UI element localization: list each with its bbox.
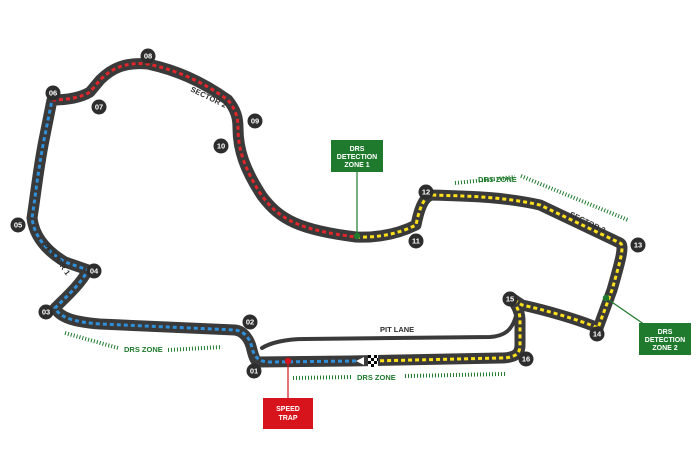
turn-11: 11 xyxy=(408,233,424,249)
svg-text:09: 09 xyxy=(251,117,259,126)
svg-text:07: 07 xyxy=(95,103,103,112)
drs-detection-1-line-3: ZONE 1 xyxy=(344,162,369,169)
turn-03: 03 xyxy=(38,304,54,320)
turn-01: 01 xyxy=(246,363,262,379)
svg-text:11: 11 xyxy=(412,237,420,246)
turn-04: 04 xyxy=(86,263,102,279)
turn-06: 06 xyxy=(45,85,61,101)
drs-detection-1-line-2: DETECTION xyxy=(337,154,377,161)
drs-zone-label-1: DRS ZONE xyxy=(478,175,517,184)
speed-trap-box: SPEED TRAP xyxy=(263,398,313,429)
drs-detection-zone-2-box: DRS DETECTION ZONE 2 xyxy=(639,323,691,355)
svg-text:06: 06 xyxy=(49,89,57,98)
start-finish-flag-icon xyxy=(368,355,378,367)
svg-text:14: 14 xyxy=(593,330,602,339)
turn-16: 16 xyxy=(518,351,534,367)
svg-text:10: 10 xyxy=(217,142,225,151)
drs-detection-zone-1-box: DRS DETECTION ZONE 1 xyxy=(331,140,383,172)
drs-detection-2-line-1: DRS xyxy=(658,329,673,336)
speed-trap-marker xyxy=(284,357,292,398)
drs-detection-2-line-3: ZONE 2 xyxy=(652,345,677,352)
turn-08: 08 xyxy=(140,48,156,64)
svg-text:13: 13 xyxy=(634,241,642,250)
turn-12: 12 xyxy=(418,184,434,200)
pit-lane-label: PIT LANE xyxy=(380,325,414,334)
svg-text:04: 04 xyxy=(90,267,99,276)
sector-1-overlay xyxy=(30,99,357,364)
svg-text:02: 02 xyxy=(246,318,254,327)
start-arrow-icon xyxy=(356,357,364,365)
drs-detection-2-marker xyxy=(602,294,649,328)
svg-text:01: 01 xyxy=(250,367,258,376)
drs-zone-markings xyxy=(64,174,629,380)
pit-lane xyxy=(260,314,518,350)
svg-text:16: 16 xyxy=(522,355,530,364)
turn-14: 14 xyxy=(589,326,605,342)
turn-10: 10 xyxy=(213,138,229,154)
drs-zone-label-2: DRS ZONE xyxy=(124,345,163,354)
drs-zone-label-3: DRS ZONE xyxy=(357,373,396,382)
turn-05: 05 xyxy=(10,217,26,233)
track xyxy=(26,58,628,368)
turn-02: 02 xyxy=(242,314,258,330)
svg-text:12: 12 xyxy=(422,188,430,197)
drs-detection-1-line-1: DRS xyxy=(350,146,365,153)
svg-text:03: 03 xyxy=(42,308,50,317)
svg-text:15: 15 xyxy=(506,295,514,304)
turn-15: 15 xyxy=(502,291,518,307)
turn-13: 13 xyxy=(630,237,646,253)
drs-detection-1-marker xyxy=(353,172,361,240)
svg-text:05: 05 xyxy=(14,221,22,230)
speed-trap-line-2: TRAP xyxy=(278,415,297,422)
svg-text:08: 08 xyxy=(144,52,152,61)
speed-trap-line-1: SPEED xyxy=(276,406,300,413)
drs-detection-2-line-2: DETECTION xyxy=(645,337,685,344)
turn-07: 07 xyxy=(91,99,107,115)
turn-09: 09 xyxy=(247,113,263,129)
